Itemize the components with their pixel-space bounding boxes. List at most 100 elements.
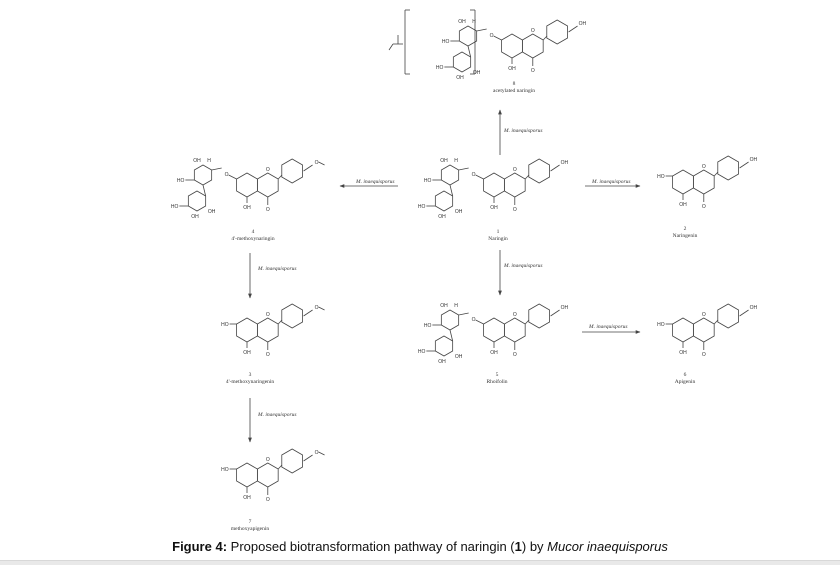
sugar-hydroxyl-label: OH: [440, 303, 448, 309]
methyl-bond: [318, 161, 325, 166]
carbonyl-oxygen-label: O: [266, 497, 270, 503]
hydroxyl-label: HO: [221, 467, 229, 473]
glycosidic-bond: [449, 329, 454, 342]
glycoside-oxygen-label: O: [472, 317, 476, 323]
acetyl-methyl-bond: [388, 43, 394, 51]
sugar-hydroxyl-label: HO: [418, 349, 426, 355]
compound-label-1: 1 Naringin: [488, 229, 508, 242]
carbonyl-oxygen-label: O: [266, 352, 270, 358]
ring-oxygen-label: O: [702, 312, 706, 318]
sugar-hydroxyl-label: OH: [455, 209, 463, 215]
ring-b: [281, 448, 303, 474]
ring-a: [236, 172, 258, 198]
ring-link-bond: [277, 464, 283, 470]
sugar-hydroxyl-label: OH: [440, 158, 448, 164]
sugar-ring-rhamnose: [452, 51, 472, 73]
ring-c: [692, 169, 715, 195]
caption-text-after: ) by: [521, 539, 548, 554]
hydroxyl-label: OH: [508, 66, 516, 72]
methoxy-oxygen-label: O: [315, 160, 319, 166]
arrow-label-1-to-8: M. inaequisporus: [504, 128, 543, 134]
sugar-hydroxyl-label: HO: [424, 323, 432, 329]
glycosidic-bond: [467, 45, 472, 58]
caption-text-before: Proposed biotransformation pathway of na…: [227, 539, 515, 554]
ring-link-bond: [277, 174, 283, 180]
ring-a: [236, 317, 258, 343]
glycoside-bond: [475, 319, 484, 325]
sugar-hydroxyl-label: HO: [171, 204, 179, 210]
compound-label-7: 7 methoxyapigenin: [230, 519, 270, 532]
carbonyl-oxygen-label: O: [266, 207, 270, 213]
sugar-hydroxyl-label: OH: [193, 158, 201, 164]
sugar-hydroxyl-label: OH: [455, 354, 463, 360]
methoxy-oxygen-label: O: [315, 450, 319, 456]
ring-a: [672, 169, 694, 195]
sugar-ring-glucose: [193, 164, 213, 186]
substituent-bond: [303, 454, 313, 462]
ring-oxygen-label: O: [531, 28, 535, 34]
ring-b: [281, 158, 303, 184]
sugar-link-bond: [458, 312, 469, 316]
ring-b: [528, 303, 550, 329]
sugar-hydroxyl-label: HO: [436, 65, 444, 71]
substituent-bond: [550, 164, 560, 172]
hydroxyl-label: OH: [679, 202, 687, 208]
glycoside-oxygen-label: O: [225, 172, 229, 178]
glycoside-oxygen-label: O: [490, 33, 494, 39]
sugar-hydrogen-label: H: [454, 303, 458, 309]
ring-b: [281, 303, 303, 329]
sugar-link-bond: [476, 28, 487, 32]
sugar-hydroxyl-label: OH: [456, 75, 464, 81]
ring-b: [717, 303, 739, 329]
sugar-link-bond: [211, 167, 222, 171]
sugar-hydroxyl-label: HO: [177, 178, 185, 184]
hydroxyl-label: OH: [679, 350, 687, 356]
sugar-hydroxyl-label: HO: [424, 178, 432, 184]
compound-label-3: 3 4'-methoxynaringenin: [225, 372, 275, 385]
ring-b: [546, 19, 568, 45]
hydroxyl-label: OH: [490, 350, 498, 356]
ring-link-bond: [542, 35, 548, 41]
glycoside-oxygen-label: O: [472, 172, 476, 178]
ring-oxygen-label: O: [266, 167, 270, 173]
hydroxyl-label: OH: [750, 157, 758, 163]
ring-a: [483, 317, 505, 343]
carbonyl-oxygen-label: O: [702, 204, 706, 210]
ring-link-bond: [277, 319, 283, 325]
glycosidic-bond: [202, 184, 207, 197]
methoxy-oxygen-label: O: [315, 305, 319, 311]
ring-oxygen-label: O: [266, 457, 270, 463]
ring-c: [256, 462, 279, 488]
sugar-hydroxyl-label: OH: [191, 214, 199, 220]
ring-c: [256, 172, 279, 198]
figure-caption: Figure 4: Proposed biotransformation pat…: [0, 539, 840, 554]
bottom-divider: [0, 560, 840, 565]
caption-compound-ref: 1: [514, 539, 522, 554]
sugar-hydrogen-label: H: [207, 158, 211, 164]
ring-a: [672, 317, 694, 343]
structure-methoxyapigenin: O O OH O HO: [221, 448, 325, 503]
hydroxyl-label: OH: [243, 495, 251, 501]
glycosidic-bond: [449, 184, 454, 197]
sugar-hydroxyl-label: HO: [442, 39, 450, 45]
sugar-ring-rhamnose: [434, 335, 454, 357]
methyl-bond: [318, 306, 325, 311]
ring-link-bond: [713, 319, 719, 325]
arrow-label-3-to-7: M. inaequisporus: [258, 412, 297, 418]
sugar-hydroxyl-label: HO: [418, 204, 426, 210]
ring-link-bond: [524, 319, 530, 325]
hydroxyl-label: HO: [657, 174, 665, 180]
hydroxyl-label: OH: [561, 160, 569, 166]
ring-a: [236, 462, 258, 488]
arrow-label-1-to-5: M. inaequisporus: [504, 263, 543, 269]
substituent-bond: [739, 161, 749, 169]
sugar-hydroxyl-label: OH: [458, 19, 466, 25]
arrow-label-1-to-4: M. inaequisporus: [356, 179, 395, 185]
compound-label-8: 8 acetylated naringin: [493, 81, 535, 94]
arrow-label-1-to-2: M. inaequisporus: [592, 179, 631, 185]
hydroxyl-label: OH: [243, 205, 251, 211]
arrow-label-4-to-3: M. inaequisporus: [258, 266, 297, 272]
